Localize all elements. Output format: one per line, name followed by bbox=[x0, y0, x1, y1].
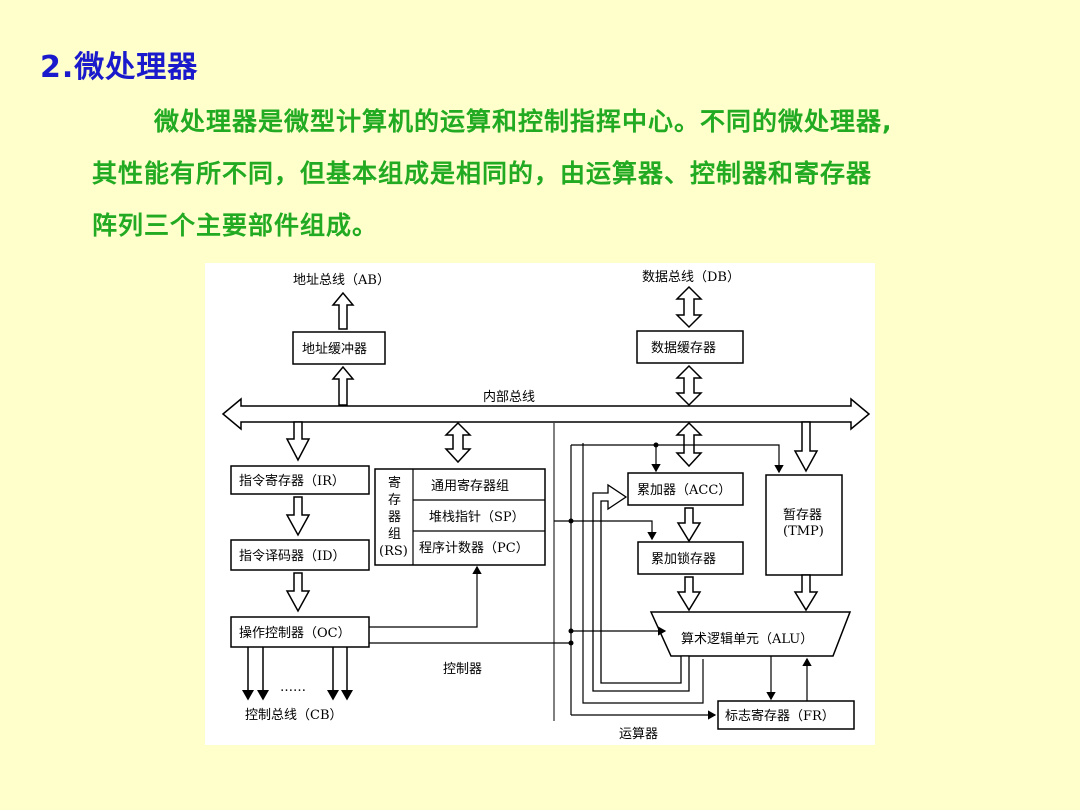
bus-tap-tmp bbox=[656, 444, 784, 474]
controller-section-label: 控制器 bbox=[443, 662, 482, 677]
intro-paragraph: 微处理器是微型计算机的运算和控制指挥中心。不同的微处理器, 其性能有所不同，但基… bbox=[92, 96, 1022, 252]
ir-to-id-arrow bbox=[285, 496, 311, 537]
bus-to-rs-arrow bbox=[444, 421, 472, 464]
instruction-decoder-box bbox=[230, 539, 370, 571]
data-bus-arrow bbox=[675, 285, 703, 329]
latch-to-alu-arrow bbox=[676, 576, 702, 612]
instruction-register-label: 指令寄存器（IR） bbox=[239, 473, 345, 489]
alu-label: 算术逻辑单元（ALU） bbox=[681, 632, 813, 647]
operation-controller-label: 操作控制器（OC） bbox=[239, 625, 351, 641]
address-bus-arrow bbox=[331, 291, 355, 330]
microprocessor-diagram: 内部总线 地址总线（AB） 地址缓冲器 数据总线（DB） 数据缓存器 指令寄存器… bbox=[205, 263, 875, 745]
stack-pointer-label: 堆栈指针（SP） bbox=[429, 510, 525, 525]
flag-register-box bbox=[717, 700, 855, 730]
operation-controller-box bbox=[230, 616, 370, 648]
bus-to-tmp-arrow bbox=[793, 421, 819, 473]
data-buffer-label: 数据缓存器 bbox=[651, 341, 716, 356]
instruction-register-box bbox=[230, 465, 370, 495]
instruction-decoder-label: 指令译码器（ID） bbox=[239, 549, 346, 564]
accumulator-label: 累加器（ACC） bbox=[637, 483, 731, 498]
acc-to-latch-arrow bbox=[676, 507, 702, 543]
id-to-oc-arrow bbox=[285, 572, 311, 613]
control-bus-label: 控制总线（CB） bbox=[245, 708, 343, 723]
internal-bus-arrow bbox=[221, 397, 871, 431]
rs-char-2: 存 bbox=[388, 493, 401, 508]
address-bus-label: 地址总线（AB） bbox=[293, 273, 390, 288]
address-buffer-box bbox=[292, 331, 386, 365]
program-counter-label: 程序计数器（PC） bbox=[419, 541, 529, 556]
alu-section-label: 运算器 bbox=[619, 727, 658, 742]
ctrl-to-alu-feed bbox=[582, 443, 704, 704]
rs-char-5: (RS) bbox=[379, 544, 408, 559]
data-buffer-box bbox=[636, 330, 744, 364]
paragraph-line-3: 阵列三个主要部件组成。 bbox=[92, 211, 379, 240]
flag-register-label: 标志寄存器（FR） bbox=[725, 708, 835, 724]
address-buffer-label: 地址缓冲器 bbox=[302, 342, 367, 357]
internal-bus-label: 内部总线 bbox=[483, 389, 535, 405]
paragraph-line-1: 微处理器是微型计算机的运算和控制指挥中心。不同的微处理器, bbox=[154, 107, 893, 136]
acc-latch-label: 累加锁存器 bbox=[651, 551, 716, 567]
temp-register-abbrev: (TMP) bbox=[783, 524, 824, 539]
rs-char-4: 组 bbox=[388, 527, 401, 542]
bus-to-ir-arrow bbox=[285, 421, 311, 462]
rs-char-3: 器 bbox=[388, 510, 401, 525]
bus-tap-latch bbox=[570, 445, 657, 541]
page-title: 2.微处理器 bbox=[40, 50, 199, 85]
data-buffer-bus-arrow bbox=[675, 364, 703, 407]
oc-to-pc-line bbox=[369, 565, 482, 628]
alu-shape bbox=[649, 611, 852, 657]
temp-register-label: 暂存器 bbox=[783, 508, 822, 523]
alu-feedback-arrow bbox=[592, 483, 690, 692]
rs-char-1: 寄 bbox=[388, 475, 401, 491]
register-set-box bbox=[374, 468, 546, 566]
paragraph-line-2: 其性能有所不同，但基本组成是相同的，由运算器、控制器和寄存器 bbox=[92, 159, 873, 188]
general-registers-label: 通用寄存器组 bbox=[431, 478, 509, 494]
acc-latch-box bbox=[637, 541, 744, 575]
accumulator-box bbox=[627, 472, 744, 506]
tmp-to-alu-arrow bbox=[793, 574, 819, 612]
control-lines-ellipsis: …… bbox=[280, 680, 306, 695]
data-bus-label: 数据总线（DB） bbox=[642, 270, 740, 285]
bus-to-address-buffer-arrow bbox=[331, 365, 355, 406]
